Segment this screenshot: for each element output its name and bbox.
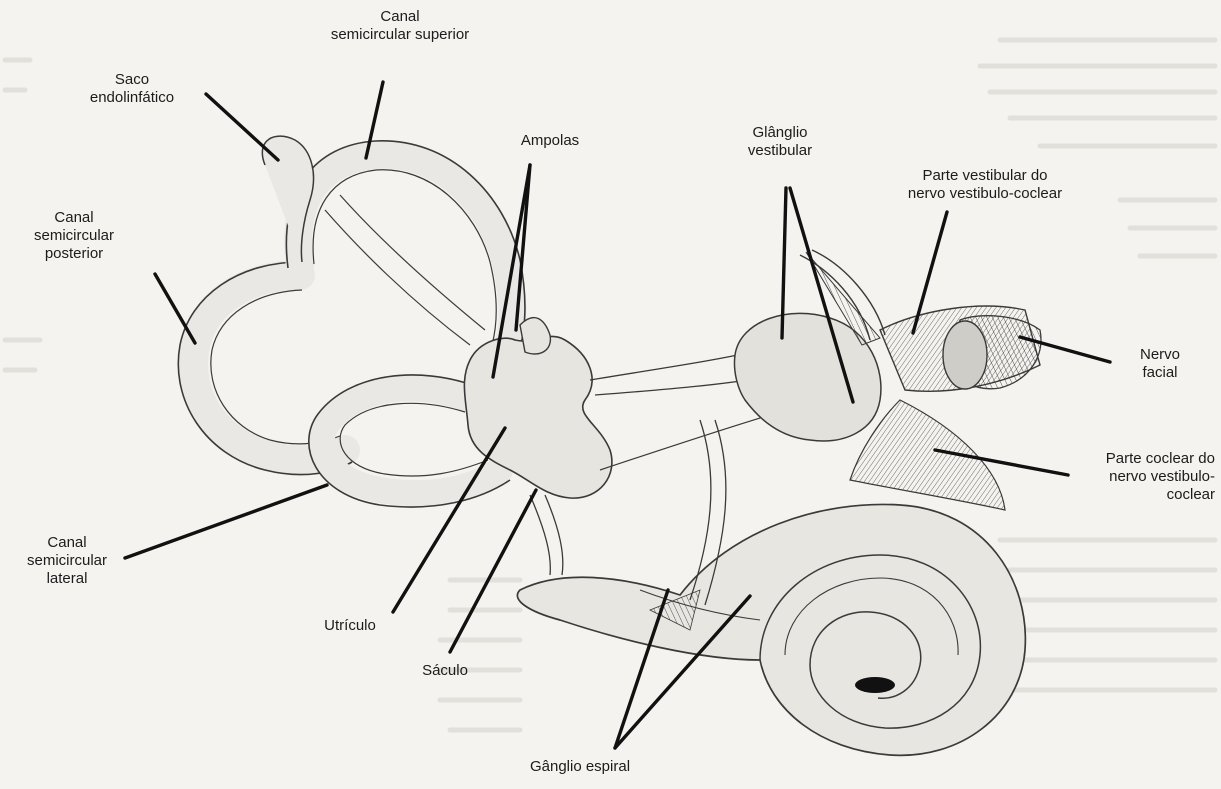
label-ganglio-vestibular: Glânglio vestibular <box>710 124 850 160</box>
label-nervo-facial: Nervo facial <box>1110 346 1210 382</box>
leader-canal-posterior <box>155 274 195 343</box>
anatomy-drawing <box>178 136 1041 755</box>
label-parte-vestibular-nervo: Parte vestibular do nervo vestibulo-cocl… <box>850 167 1120 203</box>
label-canal-semicircular-lateral: Canal semicircular lateral <box>2 534 132 588</box>
superior-canal-shape <box>286 141 525 360</box>
leader-utriculo <box>393 428 505 612</box>
label-ampolas: Ampolas <box>500 132 600 150</box>
label-saco-endolinfatico: Saco endolinfático <box>62 71 202 107</box>
label-utriculo: Utrículo <box>295 617 405 635</box>
leader-canal-lateral <box>125 485 327 558</box>
leader-saco-endolinfatico <box>206 94 278 160</box>
label-parte-coclear-nervo: Parte coclear do nervo vestibulo- coclea… <box>1040 450 1215 504</box>
label-ganglio-espiral: Gânglio espiral <box>480 758 680 776</box>
vestibular-ganglion-shape <box>734 250 885 441</box>
leader-saculo <box>450 490 536 652</box>
label-canal-semicircular-posterior: Canal semicircular posterior <box>4 209 144 263</box>
label-canal-semicircular-superior: Canal semicircular superior <box>300 8 500 44</box>
cochlea-shape <box>517 504 1025 755</box>
label-saculo: Sáculo <box>395 662 495 680</box>
